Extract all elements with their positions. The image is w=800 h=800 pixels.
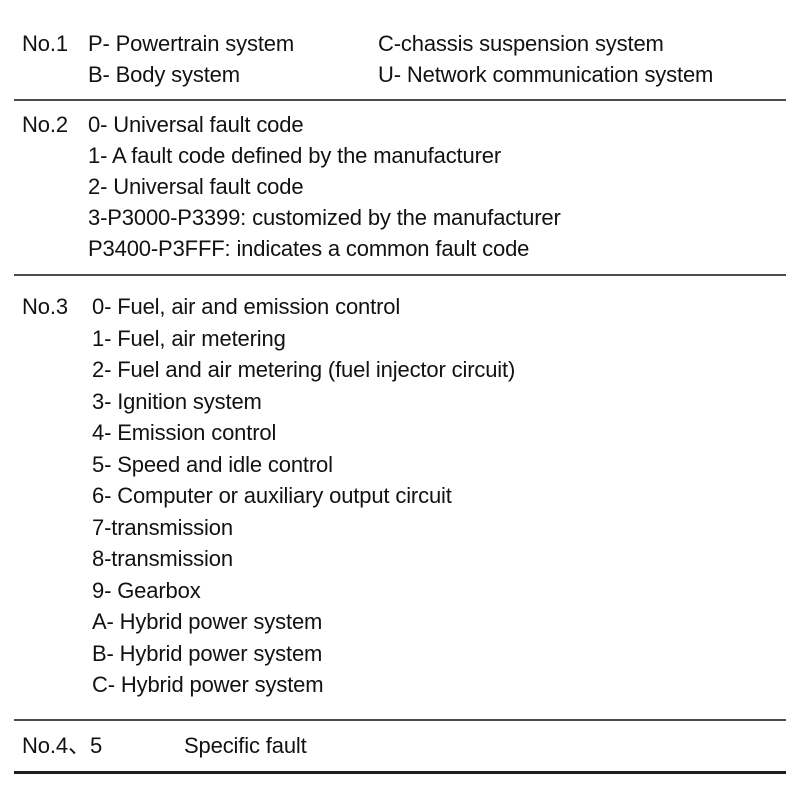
no-3-line-7: 7-transmission bbox=[92, 514, 233, 540]
no-3-line-9: 9- Gearbox bbox=[92, 577, 201, 603]
no-3-line-10: A- Hybrid power system bbox=[92, 609, 323, 634]
no-2-line-0: 0- Universal fault code bbox=[88, 112, 304, 137]
no-2-line-4: P3400-P3FFF: indicates a common fault co… bbox=[88, 236, 530, 261]
table-row-no-2: No.2 0- Universal fault code 1- A fault … bbox=[14, 101, 786, 274]
table-row-no-3: No.3 0- Fuel, air and emission control 1… bbox=[14, 276, 786, 719]
table-row-no-1: No.1 P- Powertrain system C-chassis susp… bbox=[14, 20, 786, 99]
no-3-line-6: 6- Computer or auxiliary output circuit bbox=[92, 483, 452, 508]
no-1-line-2: B- Body system U- Network communication … bbox=[88, 59, 786, 90]
no-3-line-2: 2- Fuel and air metering (fuel injector … bbox=[92, 357, 516, 382]
no-2-line-2: 2- Universal fault code bbox=[88, 174, 304, 199]
divider-after-no-1 bbox=[14, 99, 786, 101]
no-2-line-1: 1- A fault code defined by the manufactu… bbox=[88, 143, 502, 168]
no-1-line-1: P- Powertrain system C-chassis suspensio… bbox=[88, 28, 786, 59]
row-label-no-4-5: No.4、5 bbox=[22, 732, 103, 758]
no-3-line-3: 3- Ignition system bbox=[92, 388, 262, 414]
row-content-no-1: P- Powertrain system C-chassis suspensio… bbox=[88, 28, 786, 90]
no-1-powertrain-system: P- Powertrain system bbox=[88, 31, 295, 56]
no-3-line-11: B- Hybrid power system bbox=[92, 640, 323, 666]
no-3-line-0: 0- Fuel, air and emission control bbox=[92, 294, 401, 319]
no-3-line-1: 1- Fuel, air metering bbox=[92, 325, 286, 351]
no-3-line-4: 4- Emission control bbox=[92, 420, 277, 445]
table-row-no-4-5: No.4、5 Specific fault bbox=[14, 721, 786, 771]
no-3-line-5: 5- Speed and idle control bbox=[92, 451, 333, 477]
row-label-no-1: No.1 bbox=[22, 31, 69, 56]
no-1-chassis-suspension-system: C-chassis suspension system bbox=[378, 31, 664, 56]
no-3-line-8: 8-transmission bbox=[92, 546, 233, 571]
divider-after-no-3 bbox=[14, 718, 786, 721]
row-content-no-4-5: Specific fault bbox=[140, 730, 786, 761]
no-1-network-communication-system: U- Network communication system bbox=[378, 62, 714, 87]
row-content-no-3: 0- Fuel, air and emission control 1- Fue… bbox=[88, 291, 786, 701]
no-2-line-3: 3-P3000-P3399: customized by the manufac… bbox=[88, 205, 561, 230]
no-3-line-12: C- Hybrid power system bbox=[92, 672, 324, 697]
divider-after-no-2 bbox=[14, 274, 786, 276]
divider-bottom bbox=[14, 770, 786, 774]
no-4-5-specific-fault: Specific fault bbox=[184, 732, 307, 758]
row-content-no-2: 0- Universal fault code 1- A fault code … bbox=[88, 109, 786, 264]
no-1-body-system: B- Body system bbox=[88, 62, 240, 87]
row-label-no-3: No.3 bbox=[22, 294, 69, 319]
row-label-no-2: No.2 bbox=[22, 112, 69, 137]
fault-code-table: No.1 P- Powertrain system C-chassis susp… bbox=[14, 20, 786, 774]
